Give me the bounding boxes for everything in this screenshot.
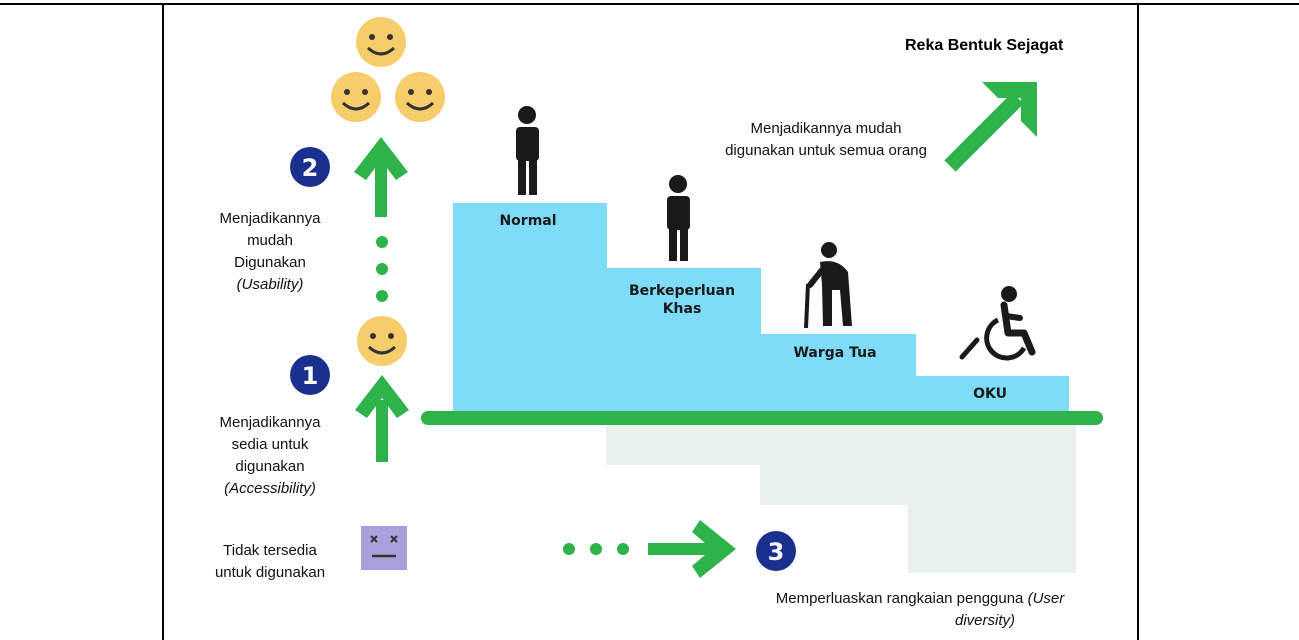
arrow-right-icon [648, 520, 736, 578]
frame-top [0, 3, 1299, 5]
step-label-special-needs: Berkeperluan Khas [612, 282, 752, 318]
smiley-face-icon [357, 316, 407, 366]
wheelchair-user-icon [959, 286, 1036, 361]
smiley-face-icon [331, 72, 381, 122]
unavailable-line-2: untuk digunakan [214, 564, 326, 581]
step-label-disabled: OKU [973, 386, 1007, 402]
accessibility-line-1: Menjadikannya [219, 414, 321, 431]
step-label-special-needs-line-1: Berkeperluan [628, 283, 736, 299]
accessibility-line-2: sedia untuk [231, 436, 309, 453]
step-label-elderly: Warga Tua [793, 345, 877, 361]
step-shadow [606, 425, 1076, 573]
progress-dots-vertical [376, 236, 388, 302]
step-label-special-needs-line-2: Khas [662, 301, 702, 317]
sad-face-icon [361, 526, 407, 570]
arrow-diagonal-icon [944, 82, 1037, 172]
person-standing-icon [516, 106, 539, 195]
unavailable-line-1: Tidak tersedia [223, 542, 317, 559]
user-diversity-line-1: Memperluaskan rangkaian pengguna (User [775, 590, 1065, 607]
person-standing-icon [667, 175, 690, 261]
usability-line-1: Menjadikannya [219, 210, 321, 227]
frame-left-divider [162, 3, 164, 640]
universal-design-text: Menjadikannya mudah digunakan untuk semu… [725, 120, 927, 159]
accessibility-italic: (Accessibility) [224, 480, 316, 497]
diagram-title: Reka Bentuk Sejagat [905, 37, 1064, 54]
smiley-face-icon [356, 17, 406, 67]
arrow-up-icon [354, 137, 408, 217]
usability-text: Menjadikannya mudah Digunakan (Usability… [195, 208, 345, 296]
user-diversity-line-2: diversity) [954, 612, 1015, 629]
badge-2-number: 2 [301, 154, 319, 182]
accessibility-line-3: digunakan [235, 458, 305, 475]
frame-right-divider [1137, 3, 1139, 640]
elderly-person-cane-icon [804, 242, 852, 329]
progress-dots-horizontal [563, 543, 629, 555]
usability-line-3: Digunakan [234, 254, 306, 271]
smiley-face-icon [395, 72, 445, 122]
badge-3 [756, 531, 796, 571]
unavailable-text: Tidak tersedia untuk digunakan [190, 540, 350, 584]
badge-2 [290, 147, 330, 187]
usability-line-2: mudah [247, 232, 293, 249]
staircase [453, 203, 1069, 412]
step-label-normal: Normal [499, 213, 557, 229]
user-diversity-text: Memperluaskan rangkaian pengguna (User d… [720, 588, 1120, 632]
arrow-up-icon [355, 375, 409, 462]
badge-1-number: 1 [301, 362, 319, 390]
usability-italic: (Usability) [236, 276, 304, 293]
badge-3-number: 3 [767, 538, 785, 566]
badge-1 [290, 355, 330, 395]
accessibility-text: Menjadikannya sedia untuk digunakan (Acc… [195, 412, 345, 500]
